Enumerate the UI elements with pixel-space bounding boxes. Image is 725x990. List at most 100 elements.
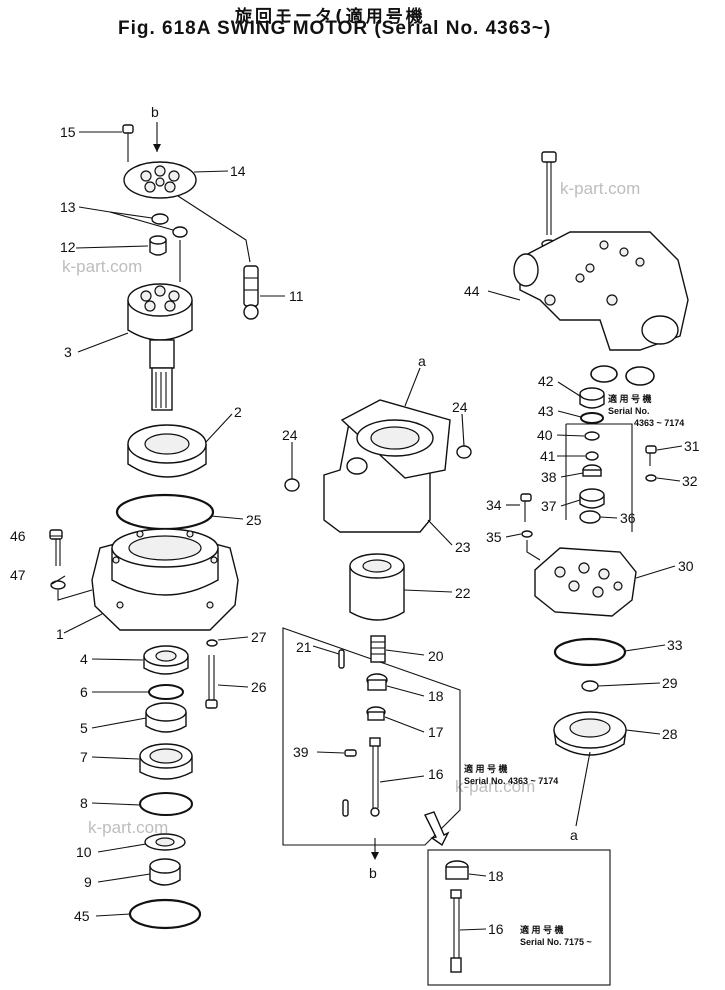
leader-line [526,540,541,561]
part-44-valve-block[interactable] [513,231,689,351]
o-ring[interactable] [625,366,655,386]
part-39-pin[interactable] [344,749,357,757]
part-29-bushing[interactable] [581,680,599,692]
serial-note-range: Serial No. 4363 ~ 7174 [464,776,558,786]
figure-title: Fig. 618A SWING MOTOR (Serial No. 4363~) [118,18,552,39]
leader-lines [50,131,683,931]
callout-1: 1 [56,626,64,642]
part-9-nut[interactable] [149,858,181,886]
callout-29: 29 [662,675,678,691]
callout-9: 9 [84,874,92,890]
callout-24: 24 [452,399,468,415]
part-1-motor-housing[interactable] [91,528,239,631]
part-40-ring[interactable] [584,431,600,441]
callout-13: 13 [60,199,76,215]
callout-5: 5 [80,720,88,736]
replacement-box [427,849,611,986]
kit-box-line [566,423,633,532]
part-2-bearing[interactable] [127,424,207,478]
part-42-plug[interactable] [579,387,605,409]
part-36-ring[interactable] [579,510,601,524]
part-7-bearing[interactable] [139,743,193,780]
part-15-bolt[interactable] [122,124,134,162]
part-17-seat[interactable] [366,706,386,721]
callout-7: 7 [80,749,88,765]
part-30-cover[interactable] [534,547,637,617]
serial-note-jp: 適 用 号 機 [464,763,508,774]
callout-30: 30 [678,558,694,574]
callout-22: 22 [455,585,471,601]
leader-line [57,589,93,601]
part-43-o-ring[interactable] [580,412,604,424]
part-16-shaft-new[interactable] [450,889,462,973]
part-bolt-top[interactable] [541,151,557,235]
part-21-pin[interactable] [342,799,349,817]
axis-a-bottom [575,751,591,827]
callout-28: 28 [662,726,678,742]
part-14-valve-plate[interactable] [123,161,197,199]
part-35-washer[interactable] [521,530,533,538]
part-5-collar[interactable] [145,702,187,733]
part-25-o-ring[interactable] [115,493,215,531]
callout-37: 37 [541,498,557,514]
callout-39: 39 [293,744,309,760]
callout-23: 23 [455,539,471,555]
part-33-o-ring[interactable] [553,637,627,667]
o-ring[interactable] [590,365,618,383]
part-13-washer[interactable] [172,226,188,238]
callout-45: 45 [74,908,90,924]
callout-12: 12 [60,239,76,255]
callout-42: 42 [538,373,554,389]
figure-title-jp: 旋回モータ(適用号機 [235,7,426,27]
callout-16: 16 [488,921,504,937]
callout-11: 11 [289,288,304,304]
part-34-bolt[interactable] [520,493,532,522]
part-21-pin[interactable] [338,649,345,669]
part-23-casing[interactable] [323,399,451,533]
part-47-washer[interactable] [50,580,66,590]
part-32-washer[interactable] [645,474,657,482]
part-27-washer[interactable] [206,639,218,647]
callout-15: 15 [60,124,76,140]
part-20-spring[interactable] [370,635,386,663]
part-46-bolt[interactable] [49,529,63,566]
callout-36: 36 [620,510,636,526]
callout-16: 16 [428,766,444,782]
axis-a-top [404,367,421,407]
label-a-top: a [418,353,426,369]
part-31-bolt[interactable] [645,445,657,466]
label-a-bottom: a [570,827,578,843]
part-45-o-ring[interactable] [128,898,202,930]
callout-38: 38 [541,469,557,485]
callout-32: 32 [682,473,698,489]
part-6-ring[interactable] [148,684,184,700]
part-38-valve[interactable] [582,464,602,477]
part-16-shaft[interactable] [369,737,381,817]
callout-27: 27 [251,629,267,645]
part-8-snap-ring[interactable] [139,792,193,816]
part-11-piston[interactable] [243,265,259,320]
part-18-spool-new[interactable] [445,860,469,880]
callout-43: 43 [538,403,554,419]
part-3-cylinder-block[interactable] [127,283,193,411]
callout-47: 47 [10,567,26,583]
part-41-seat[interactable] [585,451,599,461]
part-24-plug[interactable] [284,478,300,492]
part-26-bolt[interactable] [205,655,218,709]
part-13-washer[interactable] [151,213,169,225]
part-10-lock-washer[interactable] [144,833,186,851]
callout-6: 6 [80,684,88,700]
part-37-plug[interactable] [579,488,605,509]
part-22-brake-drum[interactable] [349,553,405,621]
part-24-plug[interactable] [456,445,472,459]
label-b-top: b [151,104,159,120]
part-4-bearing[interactable] [143,645,189,675]
replacement-arrow [424,811,450,847]
part-12-ball-guide[interactable] [149,235,167,256]
part-28-valve-plate[interactable] [553,711,627,756]
part-18-spool[interactable] [366,673,388,691]
callout-25: 25 [246,512,262,528]
kit-group-box [282,627,461,846]
